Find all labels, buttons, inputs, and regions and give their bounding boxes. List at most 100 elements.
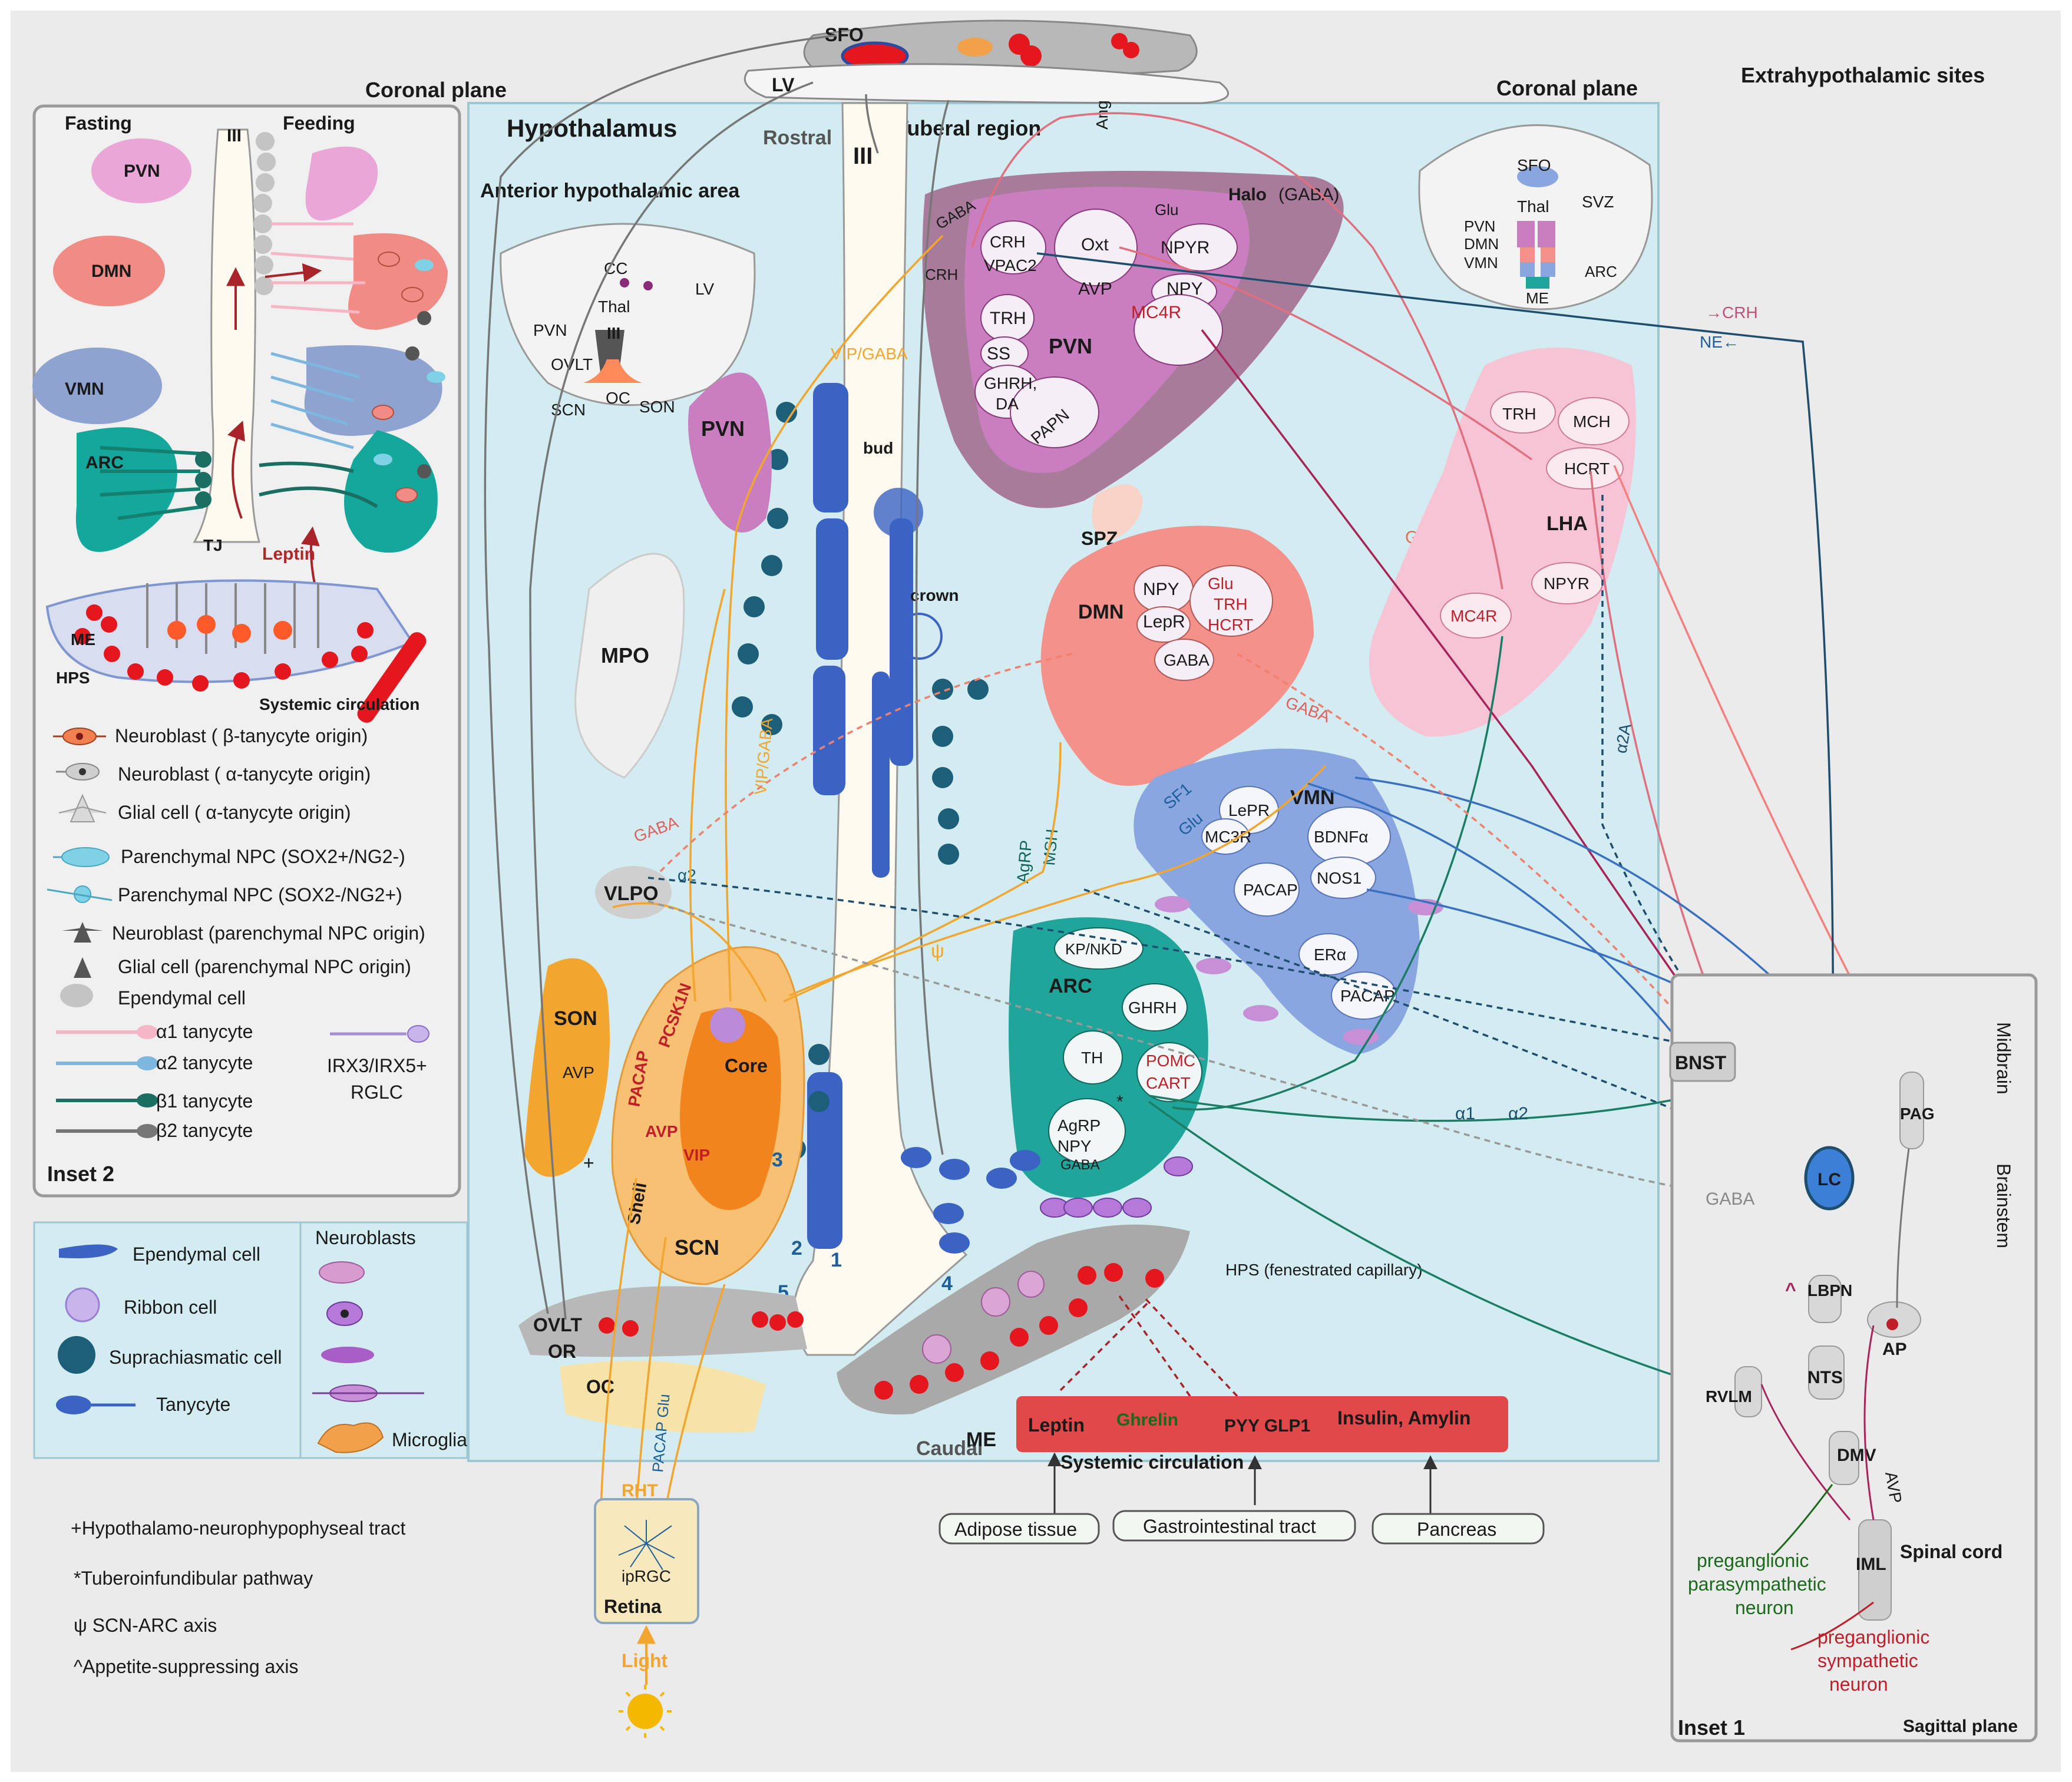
dmn-label: DMN [1078, 601, 1123, 623]
msh-vertical-label: MSH [1040, 828, 1061, 867]
legend-rglc: RGLC [351, 1082, 403, 1103]
midbrain-label: Midbrain [1993, 1022, 2014, 1095]
alpha1-label: α1 [1455, 1104, 1475, 1123]
iii-ventricle-label: III [227, 126, 242, 146]
hcrt-lha-label: HCRT [1564, 459, 1610, 478]
me-label-inset: ME [71, 630, 95, 649]
tanycyte-icon [56, 1396, 136, 1414]
legend-icon-beta1 [56, 1093, 158, 1107]
legend-alpha1-tanycyte: α1 tanycyte [156, 1021, 253, 1042]
dmn-fasting [53, 236, 165, 306]
psi-label: ψ [931, 940, 944, 961]
crown-label: crown [910, 586, 959, 604]
legend-icon-ependymal [60, 984, 93, 1007]
star-label: * [1116, 1092, 1123, 1112]
legend-tanycyte: Tanycyte [156, 1394, 230, 1415]
preganglionic-sym-3: neuron [1829, 1674, 1888, 1695]
bud-label: bud [863, 439, 893, 457]
lv-label-coronal: LV [695, 280, 714, 298]
legend-icon-rglc [330, 1025, 429, 1043]
spz [1092, 484, 1143, 542]
note-tuberoinfundibular: *Tuberoinfundibular pathway [74, 1568, 313, 1589]
legend-microglia: Microglia [392, 1429, 467, 1450]
dmn-coronal-right-label: DMN [1464, 235, 1499, 253]
lepr-vmn-label: LePR [1228, 801, 1270, 819]
insulin-amylin-label: Insulin, Amylin [1337, 1407, 1470, 1429]
legend-ependymal-cell: Ependymal cell [133, 1244, 260, 1265]
alpha2-line-label: α2 [1508, 1104, 1528, 1123]
number-4: 4 [941, 1272, 953, 1295]
lepr-dmn-label: LepR [1143, 612, 1185, 632]
legend-neuroblasts: Neuroblasts [315, 1227, 416, 1248]
mpo [574, 553, 685, 779]
crown [895, 613, 943, 660]
vmn-fasting-label: VMN [65, 379, 104, 399]
pvn-fasting [91, 138, 191, 203]
sfo-coronal-label: SFO [1517, 156, 1551, 174]
hps-fenestrated-label: HPS (fenestrated capillary) [1225, 1261, 1423, 1279]
hypothalamus-panel: Hypothalamus Rostral Tuberal region Ante… [467, 76, 1758, 1473]
ependymal-cell-icon [59, 1244, 118, 1258]
leptin-label: Leptin [1028, 1414, 1085, 1436]
systemic-circulation-inset: Systemic circulation [259, 695, 419, 713]
trh-lha-label: TRH [1502, 405, 1536, 423]
coronal-plane-right-title: Coronal plane [1496, 76, 1638, 100]
sun-icon [627, 1694, 663, 1729]
gastrointestinal-tract-label: Gastrointestinal tract [1143, 1516, 1316, 1537]
ang-label: Ang [1093, 100, 1111, 130]
pvn-left [688, 372, 772, 533]
ne-arrow-label: NE← [1700, 333, 1739, 351]
era-label: ERα [1314, 945, 1346, 964]
arc-feeding [344, 430, 438, 553]
dmn-feeding [348, 233, 448, 330]
retina: RHT ipRGC Retina Light [594, 1481, 699, 1738]
legend-icon-beta2 [56, 1124, 158, 1138]
extrahypothalamic-sites-title: Extrahypothalamic sites [1741, 63, 1985, 87]
pancreas-label: Pancreas [1417, 1519, 1496, 1540]
rostral-label: Rostral [763, 127, 832, 149]
npyr-lha-label: NPYR [1544, 574, 1589, 593]
me-label: ME [966, 1429, 996, 1451]
da-label: DA [996, 395, 1019, 413]
pvn-big-label: PVN [1049, 334, 1092, 358]
ependymal-lining [807, 383, 913, 1249]
plus-label: + [583, 1152, 594, 1173]
arc-coronal-right-label: ARC [1585, 263, 1617, 280]
legend-neuroblast-alpha: Neuroblast ( α-tanycyte origin) [118, 763, 371, 785]
legend-ependymal-inset: Ependymal cell [118, 987, 246, 1009]
legend-beta2-tanycyte: β2 tanycyte [156, 1120, 253, 1141]
gaba-arc-label: GABA [1060, 1157, 1100, 1173]
rvlm-label: RVLM [1706, 1387, 1752, 1406]
legend-neuroblast-npc: Neuroblast (parenchymal NPC origin) [112, 923, 425, 944]
glu-dmn-label: Glu [1208, 574, 1234, 593]
preganglionic-para-3: neuron [1735, 1597, 1794, 1618]
ss-label: SS [987, 344, 1010, 363]
pvn-feeding [305, 146, 378, 221]
mc4r-lha-label: MC4R [1450, 607, 1497, 625]
inset-2-label: Inset 2 [47, 1162, 114, 1186]
pyy-glp1-label: PYY GLP1 [1224, 1416, 1310, 1436]
vmn-feeding [304, 345, 442, 436]
vpac2-label: VPAC2 [984, 256, 1037, 275]
npy-arc-label: NPY [1058, 1137, 1092, 1155]
glu-pvn-label: Glu [1155, 201, 1178, 219]
nts-label: NTS [1807, 1368, 1843, 1387]
son-label-coronal: SON [639, 398, 675, 416]
leptin-label-inset: Leptin [262, 544, 315, 564]
agrp-vertical-label: AgRP [1013, 839, 1035, 884]
tanycytes-me [901, 1147, 1040, 1254]
lc-label: LC [1817, 1170, 1841, 1189]
ovlt-label: OVLT [533, 1314, 582, 1335]
npyr-pvn-label: NPYR [1161, 238, 1210, 257]
lha-label: LHA [1546, 513, 1588, 535]
tuberal-region-label: Tuberal region [895, 116, 1041, 140]
son [524, 958, 610, 1177]
inset-1-label: Inset 1 [1678, 1715, 1745, 1740]
avp-son-label: AVP [563, 1063, 594, 1082]
legend-icon-glial-npc [74, 957, 91, 978]
bnst-label: BNST [1675, 1052, 1727, 1073]
pag-label: PAG [1900, 1105, 1935, 1123]
adipose-tissue-label: Adipose tissue [954, 1519, 1077, 1540]
cell-legend: Ependymal cell Ribbon cell Suprachiasmat… [33, 1221, 468, 1459]
iprgc-label: ipRGC [622, 1567, 671, 1585]
